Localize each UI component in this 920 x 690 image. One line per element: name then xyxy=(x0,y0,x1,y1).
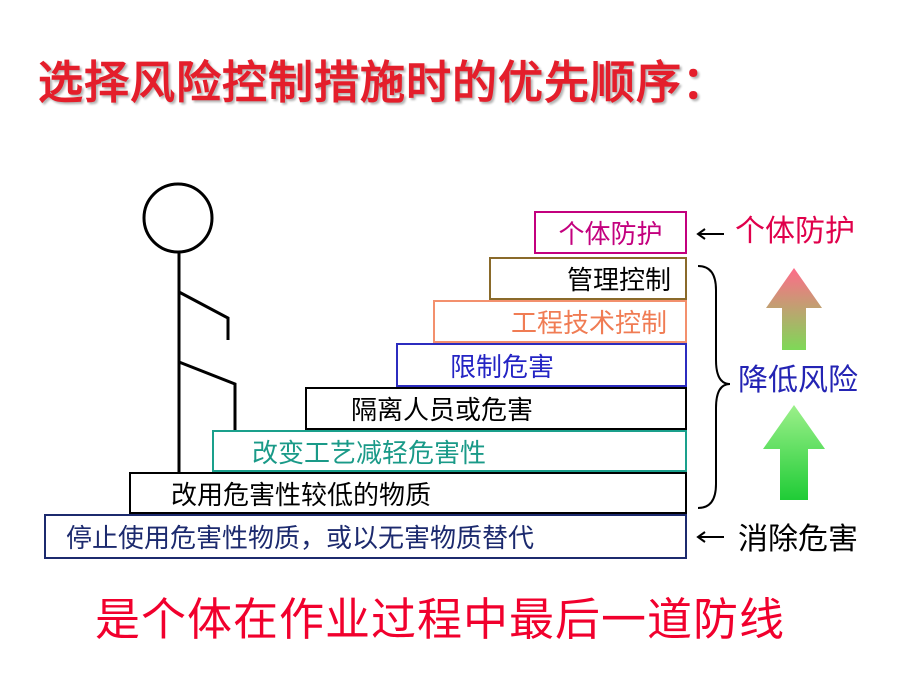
step-label: 个体防护 xyxy=(558,220,663,250)
label-reduce-risk: 降低风险 xyxy=(738,363,858,398)
step-less-hazardous: 改用危害性较低的物质 xyxy=(129,472,687,514)
step-change-process: 改变工艺减轻危害性 xyxy=(212,430,687,472)
step-limit-hazard: 限制危害 xyxy=(396,343,687,387)
step-administrative-control: 管理控制 xyxy=(489,257,687,300)
left-arrow-icon xyxy=(696,228,724,240)
step-label: 限制危害 xyxy=(450,352,555,383)
curly-brace xyxy=(697,265,731,509)
step-label: 改用危害性较低的物质 xyxy=(171,480,432,511)
label-eliminate-hazard: 消除危害 xyxy=(738,522,858,557)
up-arrow-icon xyxy=(763,405,825,500)
step-engineering-control: 工程技术控制 xyxy=(433,300,687,343)
step-label: 工程技术控制 xyxy=(510,309,667,339)
step-ppe: 个体防护 xyxy=(534,211,687,254)
step-label: 改变工艺减轻危害性 xyxy=(252,438,487,469)
step-label: 隔离人员或危害 xyxy=(351,396,534,426)
step-isolation: 隔离人员或危害 xyxy=(305,387,687,430)
left-arrow-icon xyxy=(696,531,724,543)
up-arrow-icon xyxy=(766,268,822,350)
bottom-note: 是个体在作业过程中最后一道防线 xyxy=(95,593,786,646)
label-ppe: 个体防护 xyxy=(735,214,855,249)
step-label: 停止使用危害性物质，或以无害物质替代 xyxy=(66,524,535,554)
page-title: 选择风险控制措施时的优先顺序： xyxy=(38,56,729,109)
step-eliminate-substitute: 停止使用危害性物质，或以无害物质替代 xyxy=(44,514,687,559)
step-label: 管理控制 xyxy=(566,266,671,296)
